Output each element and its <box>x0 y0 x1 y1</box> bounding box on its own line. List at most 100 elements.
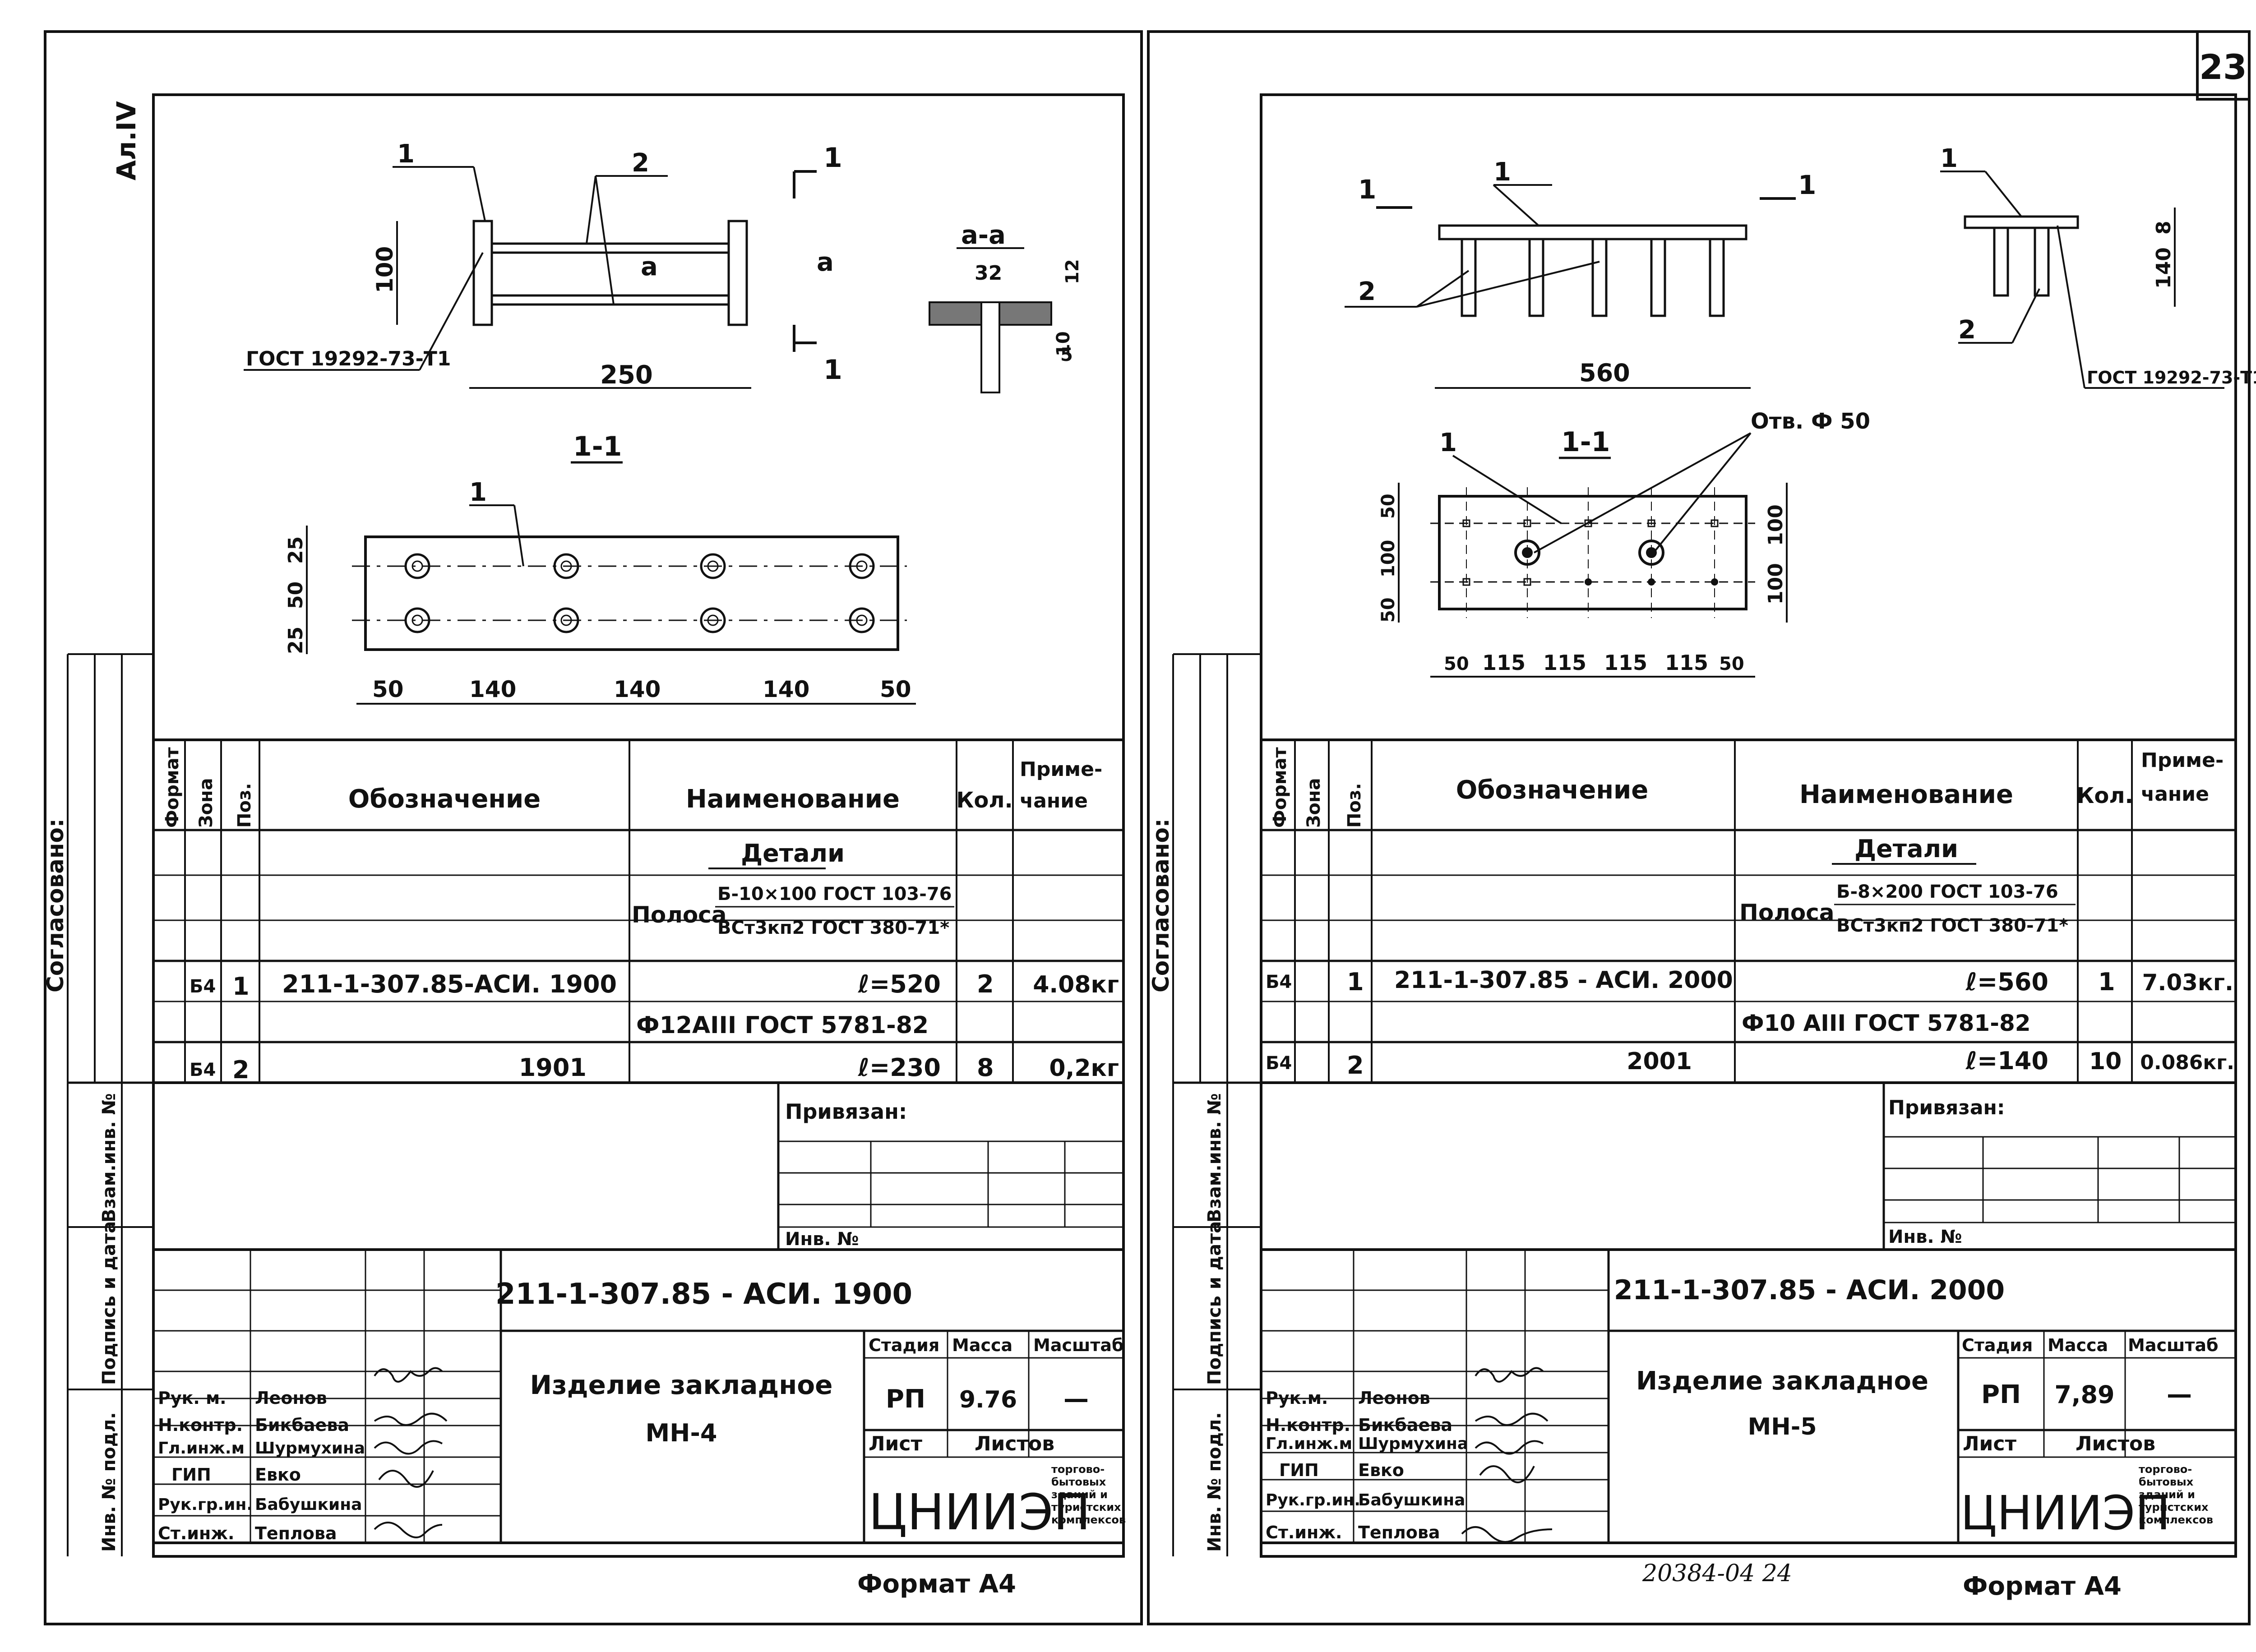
right-role-3: ГИП <box>1279 1460 1319 1480</box>
left-tb-code: 211-1-307.85 - АСИ. 1900 <box>495 1278 912 1311</box>
right-pos2-callout: 2 <box>1358 277 1376 306</box>
right-vdim-r1: 100 <box>1764 563 1787 605</box>
left-inv-podl: Инв. № подл. <box>99 1412 120 1552</box>
right-cut-left: 1 <box>1358 174 1376 205</box>
right-tb-sheet-label: Лист <box>1963 1432 2016 1455</box>
right-name-4: Бабушкина <box>1358 1491 1465 1509</box>
left-vdim-1: 50 <box>284 581 307 609</box>
left-section-aa-title: a-a <box>961 221 1006 250</box>
left-tb-org-desc-4: туристских <box>1051 1501 1121 1514</box>
right-agreed-label: Согласовано: <box>1148 818 1174 992</box>
left-spec-table: Формат Зона Поз. Обозначение Наименовани… <box>153 738 1123 1084</box>
handwritten-archive-number: 20384-04 24 <box>1642 1560 1792 1587</box>
right-hdim-4: 115 <box>1665 651 1708 675</box>
left-name-2: Шурмухина <box>255 1439 365 1458</box>
right-outer-frame <box>1147 30 2251 1625</box>
right-dim-560: 560 <box>1579 359 1630 387</box>
right-side-pos2: 2 <box>1958 315 1976 345</box>
left-section-a-mark: a <box>641 252 658 281</box>
left-tb-mark: МН-4 <box>646 1419 717 1447</box>
right-h-zone: Зона <box>1304 778 1324 828</box>
right-dim-8: 8 <box>2152 221 2175 235</box>
left-privyazan-label: Привязан: <box>785 1099 907 1124</box>
left-row1-qty: 2 <box>977 970 994 998</box>
left-tb-stage: РП <box>886 1384 925 1414</box>
left-row3-designation: 1901 <box>519 1053 587 1082</box>
right-row1-pos: 1 <box>1347 968 1364 996</box>
left-sheet: Согласовано: Инв. № подл. Подпись и дата… <box>42 93 1126 1599</box>
left-assembly-view: 1 2 100 250 ГОСТ 19292-73-Т1 a a 1 1 <box>244 139 842 390</box>
left-row1-pos: 1 <box>232 972 250 1001</box>
right-row3-length: ℓ=140 <box>1965 1047 2048 1075</box>
right-privyazan-label: Привязан: <box>1888 1096 2005 1119</box>
left-tb-mass-label: Масса <box>952 1335 1012 1355</box>
left-hdim-4: 50 <box>880 676 911 702</box>
right-strip-top: Б-8×200 ГОСТ 103-76 <box>1836 881 2058 902</box>
right-role-0: Рук.м. <box>1266 1388 1328 1408</box>
right-h-format: Формат <box>1270 747 1290 828</box>
right-dim-140: 140 <box>2152 247 2175 289</box>
right-tb-scale-label: Масштаб <box>2128 1335 2219 1355</box>
right-plan-pos1: 1 <box>1439 428 1457 457</box>
right-signature-date: Подпись и дата <box>1204 1221 1225 1385</box>
left-h-format: Формат <box>162 747 183 828</box>
right-vdim-l1: 100 <box>1378 540 1399 578</box>
right-signatures <box>1461 1367 1553 1543</box>
left-role-1: Н.контр. <box>158 1415 243 1435</box>
right-tb-mass-label: Масса <box>2048 1335 2108 1355</box>
left-pos1-callout: 1 <box>397 139 415 169</box>
left-dim-250: 250 <box>600 360 653 390</box>
right-holes-note: Отв. Ф 50 <box>1751 409 1870 434</box>
left-tb-sheet-label: Лист <box>869 1432 922 1455</box>
left-row3-note: 0,2кг <box>1049 1055 1119 1082</box>
right-role-4: Рук.гр.ин. <box>1266 1491 1360 1509</box>
right-row1-format: Б4 <box>1266 972 1292 992</box>
left-role-2: Гл.инж.м <box>158 1439 245 1458</box>
left-signature-date: Подпись и дата <box>99 1221 120 1385</box>
left-tb-title: Изделие закладное <box>530 1370 833 1400</box>
left-role-5: Ст.инж. <box>158 1523 234 1543</box>
left-dim-12: 12 <box>1062 259 1083 284</box>
left-strip-bottom: ВСт3кп2 ГОСТ 380-71* <box>717 918 949 938</box>
left-h-designation: Обозначение <box>348 784 541 814</box>
right-row3-note: 0.086кг. <box>2140 1051 2234 1074</box>
left-hdim-3: 140 <box>763 676 809 702</box>
left-vzam-inv: Взам.инв. № <box>99 1093 120 1223</box>
left-outer-frame <box>44 30 1143 1625</box>
right-tb-mass: 7,89 <box>2054 1380 2114 1409</box>
left-tb-sheets-label: Листов <box>975 1432 1054 1455</box>
left-pos2-callout: 2 <box>632 148 649 178</box>
right-section-11-title: 1-1 <box>1561 426 1610 458</box>
right-name-5: Теплова <box>1358 1523 1440 1542</box>
left-name-1: Бикбаева <box>255 1415 349 1435</box>
right-inv-podl: Инв. № подл. <box>1204 1412 1225 1552</box>
right-hdim-3: 115 <box>1604 651 1647 675</box>
left-row3-length: ℓ=230 <box>858 1053 941 1082</box>
left-gost-weld: ГОСТ 19292-73-Т1 <box>246 347 451 370</box>
left-name-0: Леонов <box>255 1388 327 1408</box>
right-name-1: Бикбаева <box>1358 1415 1452 1435</box>
left-title-block: 211-1-307.85 - АСИ. 1900 Изделие закладн… <box>153 1248 1126 1544</box>
right-hdim-5: 50 <box>1719 654 1744 674</box>
left-inner-frame <box>152 93 1125 1558</box>
right-h-name: Наименование <box>1799 780 2013 809</box>
left-section-details: Детали <box>741 839 845 868</box>
left-strip-top: Б-10×100 ГОСТ 103-76 <box>717 884 952 904</box>
right-row1-designation: 211-1-307.85 - АСИ. 2000 <box>1394 967 1733 994</box>
right-tb-org-desc-3: зданий и <box>2139 1488 2195 1501</box>
right-tb-stage: РП <box>1981 1380 2021 1409</box>
left-name-4: Бабушкина <box>255 1495 362 1514</box>
left-tb-org-desc-3: зданий и <box>1051 1488 1108 1501</box>
right-role-1: Н.контр. <box>1266 1415 1350 1435</box>
right-h-designation: Обозначение <box>1456 775 1649 805</box>
left-name-5: Теплова <box>255 1523 337 1543</box>
right-tb-scale: — <box>2167 1380 2192 1409</box>
right-strip-label: Полоса <box>1739 900 1835 926</box>
right-hdim-2: 115 <box>1543 651 1586 675</box>
right-role-2: Гл.инж.м <box>1266 1435 1352 1453</box>
left-section-11: 1-1 1 25 50 25 50 140 <box>284 431 916 705</box>
right-row3-designation: 2001 <box>1627 1048 1692 1075</box>
right-plan-holes <box>1462 519 1719 586</box>
left-inv-no-label: Инв. № <box>785 1229 859 1250</box>
